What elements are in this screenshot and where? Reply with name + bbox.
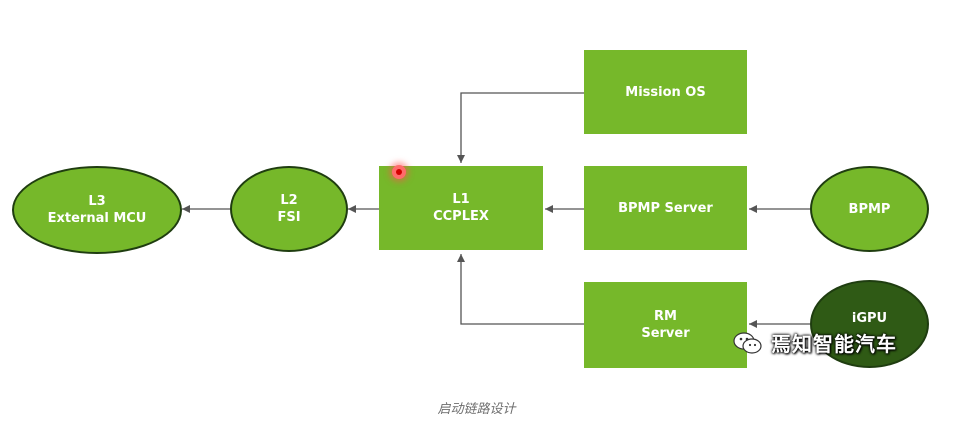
l2-fsi-node: L2 FSI [230, 166, 348, 252]
rm-server-label-line1: RM [654, 309, 677, 324]
watermark: 焉知智能汽车 [733, 328, 897, 357]
l2-label-line2: FSI [277, 210, 301, 225]
wechat-icon [733, 331, 762, 354]
mission-os-node: Mission OS [584, 50, 747, 134]
l3-label-line2: External MCU [47, 211, 147, 226]
rm-server-node: RM Server [584, 282, 747, 368]
bpmp-node: BPMP [810, 166, 929, 252]
mission-os-label: Mission OS [625, 84, 706, 100]
l1-label-line1: L1 [452, 192, 470, 207]
bpmp-label: BPMP [848, 201, 891, 217]
rm-server-label-line2: Server [641, 326, 690, 341]
igpu-label: iGPU [851, 310, 888, 326]
figure-caption: 启动链路设计 [437, 402, 516, 417]
l3-label-line1: L3 [88, 194, 106, 209]
cursor-highlight [392, 165, 406, 179]
l3-external-mcu-node: L3 External MCU [12, 166, 182, 254]
arrow-mission-os-to-l1 [457, 92, 584, 163]
l1-ccplex-node: L1 CCPLEX [379, 166, 543, 250]
watermark-text: 焉知智能汽车 [771, 332, 897, 356]
igpu-node: iGPU [810, 280, 929, 368]
bpmp-server-node: BPMP Server [584, 166, 747, 250]
l2-label-line1: L2 [280, 193, 298, 208]
arrow-rm-server-to-l1 [457, 254, 584, 325]
l1-label-line2: CCPLEX [433, 209, 489, 224]
bpmp-server-label: BPMP Server [618, 200, 713, 216]
